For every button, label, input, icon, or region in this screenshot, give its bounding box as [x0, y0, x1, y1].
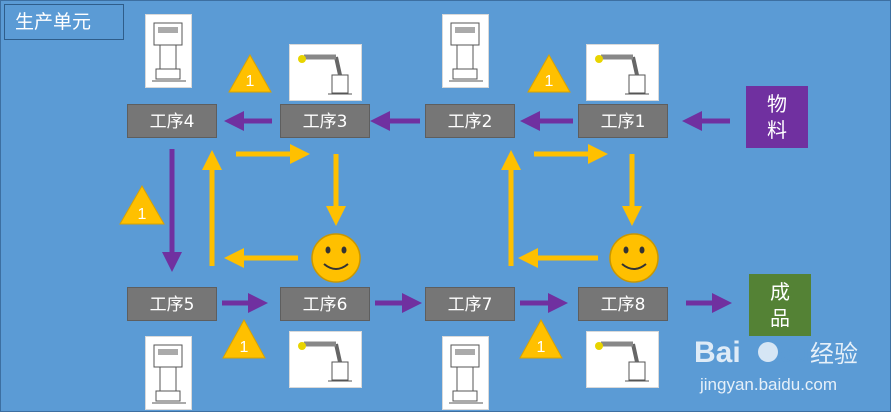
robot-arm-icon	[595, 341, 649, 382]
process-box-4: 工序4	[127, 104, 217, 138]
material-label-line1: 物	[767, 92, 787, 116]
svg-text:1: 1	[240, 339, 249, 356]
robot-tower-photo-2	[442, 14, 489, 88]
robot-tower-icon	[152, 22, 186, 82]
warning-triangle-icon: 1	[222, 318, 266, 359]
svg-text:1: 1	[246, 73, 255, 90]
product-label-line2: 品	[770, 306, 790, 330]
warning-triangle-icon: 1	[228, 53, 272, 93]
material-box: 物 料	[746, 86, 808, 148]
warning-triangle-icon: 1	[119, 185, 165, 225]
material-label-line2: 料	[767, 118, 787, 142]
robot-arm-photo-1	[586, 44, 659, 101]
product-box: 成 品	[749, 274, 811, 336]
process-box-3: 工序3	[280, 104, 370, 138]
svg-text:1: 1	[545, 73, 554, 90]
process-box-2: 工序2	[425, 104, 515, 138]
svg-text:1: 1	[138, 206, 147, 223]
robot-tower-icon	[152, 344, 186, 404]
production-unit-title: 生产单元	[4, 4, 124, 40]
robot-arm-photo-6	[289, 331, 362, 388]
process-box-6: 工序6	[280, 287, 370, 321]
robot-tower-photo-4	[145, 14, 192, 88]
process-box-7: 工序7	[425, 287, 515, 321]
warning-triangle-icon: 1	[519, 318, 563, 359]
robot-arm-photo-3	[289, 44, 362, 101]
robot-arm-photo-8	[586, 331, 659, 388]
product-label-line1: 成	[770, 280, 790, 304]
process-box-1: 工序1	[578, 104, 668, 138]
robot-tower-photo-5	[145, 336, 192, 410]
svg-text:1: 1	[537, 339, 546, 356]
process-box-8: 工序8	[578, 287, 668, 321]
robot-tower-photo-7	[442, 336, 489, 410]
robot-arm-icon	[298, 341, 352, 382]
smiley-operator-icon	[311, 233, 361, 283]
robot-tower-icon	[449, 344, 483, 404]
robot-arm-icon	[298, 54, 352, 95]
robot-tower-icon	[449, 22, 483, 82]
warning-triangle-icon: 1	[527, 53, 571, 93]
process-box-5: 工序5	[127, 287, 217, 321]
robot-arm-icon	[595, 54, 649, 95]
smiley-operator-icon	[609, 233, 659, 283]
